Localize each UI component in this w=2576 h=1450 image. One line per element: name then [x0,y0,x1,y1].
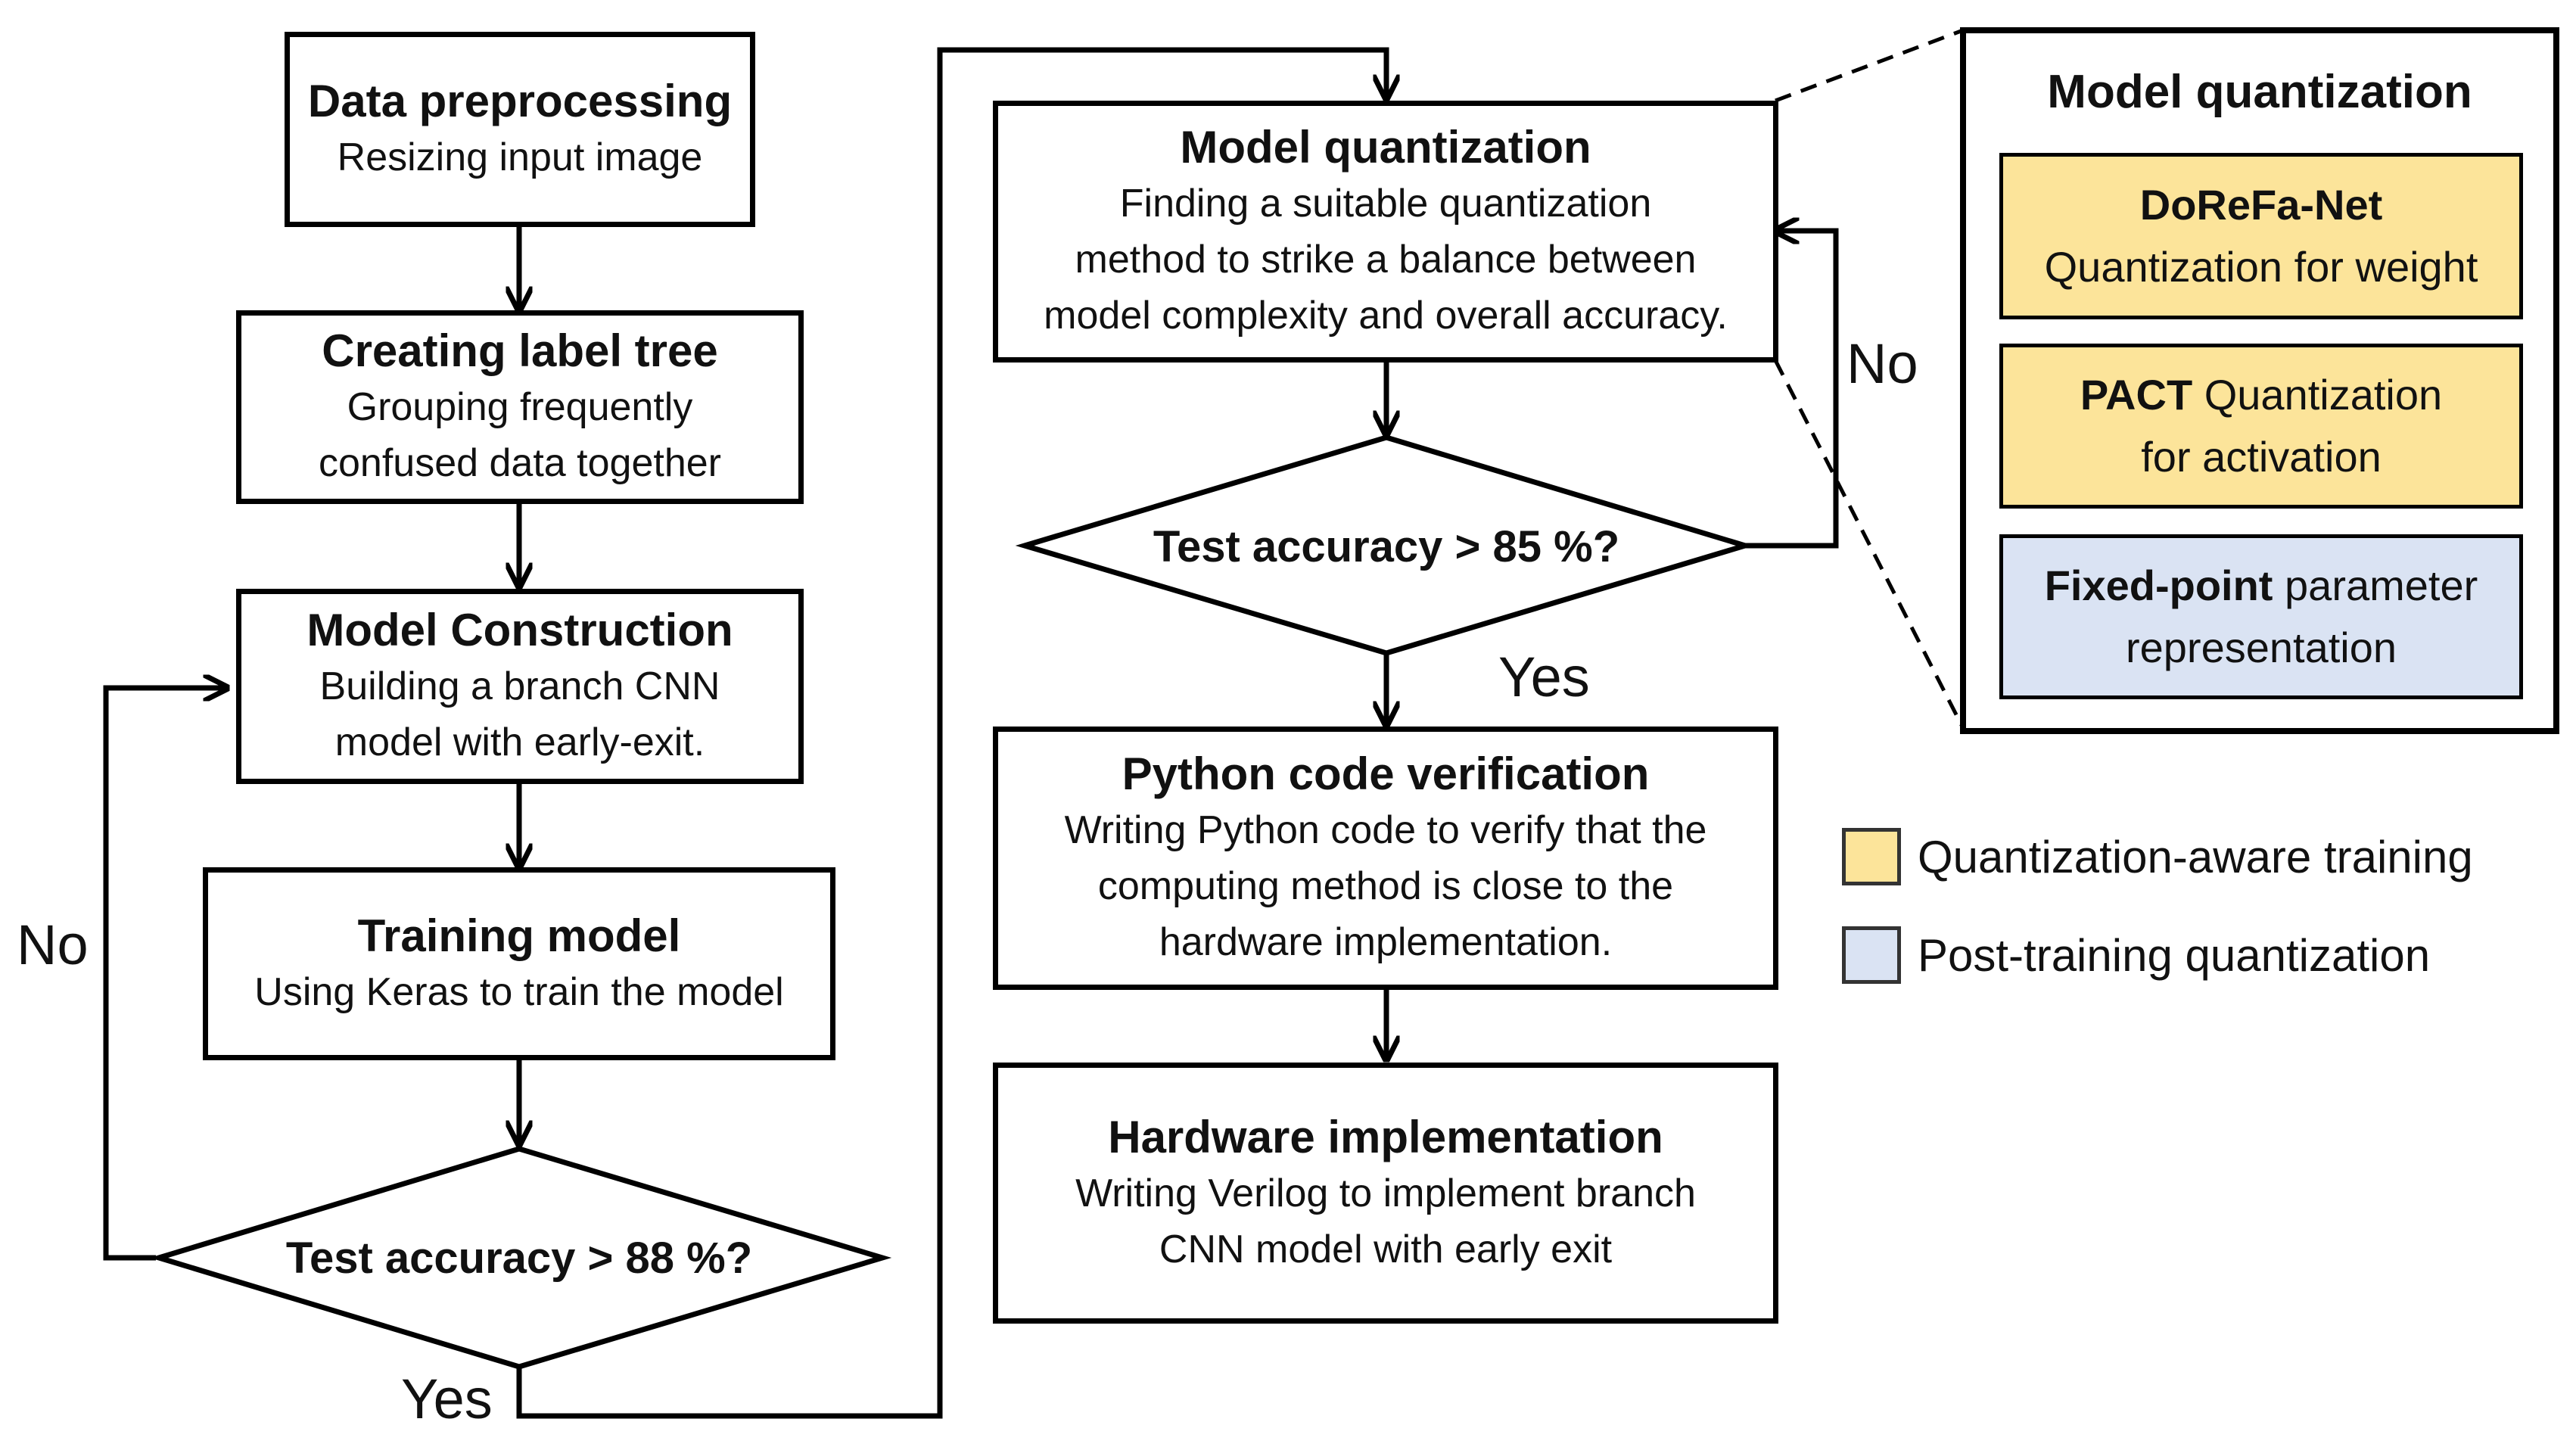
legend-ptq-swatch [1842,926,1901,984]
model-quantization-desc-1: Finding a suitable quantization [1119,182,1652,226]
hardware-implementation-box: Hardware implementation Writing Verilog … [993,1063,1778,1324]
python-verification-desc-2: computing method is close to the [1097,864,1674,908]
left-no-label: No [17,913,89,976]
python-verification-desc-3: hardware implementation. [1159,920,1613,964]
legend-qat-text: Quantization-aware training [1918,832,2473,882]
dorefa-bold: DoReFa-Net [2139,181,2383,229]
right-no-label: No [1846,332,1918,395]
detail-panel-title: Model quantization [2047,66,2472,118]
python-verification-box: Python code verification Writing Python … [993,727,1778,990]
model-construction-desc-2: model with early-exit. [334,720,705,764]
data-preprocessing-desc: Resizing input image [337,135,703,179]
model-construction-desc-1: Building a branch CNN [319,664,720,708]
hardware-implementation-desc-2: CNN model with early exit [1159,1227,1613,1271]
pact-rest-1: Quantization [2192,371,2443,419]
legend-ptq-text: Post-training quantization [1918,930,2431,981]
dorefa-rest: Quantization for weight [2044,243,2478,291]
arrow-right-no-loop [1745,231,1839,549]
data-preprocessing-title: Data preprocessing [307,76,733,126]
model-quantization-desc-3: model complexity and overall accuracy. [1044,294,1728,338]
label-tree-desc-2: confused data together [319,441,721,485]
model-quantization-title: Model quantization [1180,122,1591,173]
model-construction-box: Model Construction Building a branch CNN… [236,589,804,784]
python-verification-title: Python code verification [1122,748,1650,799]
legend-qat-swatch [1842,828,1901,885]
fixed-point-box: Fixed-point parameter representation [1999,534,2523,699]
fixed-point-rest-1: parameter [2273,562,2478,609]
model-quantization-box: Model quantization Finding a suitable qu… [993,101,1778,362]
pact-bold: PACT [2080,371,2193,419]
data-preprocessing-box: Data preprocessing Resizing input image [285,32,755,227]
quantization-detail-panel: Model quantization DoReFa-Net Quantizati… [1960,27,2559,734]
zoom-line-bottom [1773,359,1965,730]
decision-diamond-left [149,1146,892,1370]
hardware-implementation-desc-1: Writing Verilog to implement branch [1075,1171,1696,1215]
hardware-implementation-title: Hardware implementation [1108,1111,1663,1162]
fixed-point-bold: Fixed-point [2044,562,2273,609]
label-tree-title: Creating label tree [322,325,718,376]
decision-diamond-right [1015,434,1755,656]
right-yes-label: Yes [1498,646,1590,708]
python-verification-desc-1: Writing Python code to verify that the [1064,808,1707,852]
model-construction-title: Model Construction [306,605,733,655]
training-model-desc: Using Keras to train the model [254,969,784,1014]
dorefa-box: DoReFa-Net Quantization for weight [1999,153,2523,319]
fixed-point-rest-2: representation [2125,624,2397,671]
training-model-box: Training model Using Keras to train the … [203,867,835,1060]
pact-rest-2: for activation [2141,433,2382,481]
model-quantization-desc-2: method to strike a balance between [1075,238,1697,282]
arrow-left-no-loop [103,688,227,1261]
decision-left-text: Test accuracy > 88 %? [285,1233,753,1283]
label-tree-desc-1: Grouping frequently [347,385,693,429]
decision-right-text: Test accuracy > 85 %? [1153,521,1620,571]
arrow-left-yes-to-quantization [516,47,1386,1419]
left-yes-label: Yes [401,1368,493,1430]
zoom-line-top [1775,28,1964,103]
training-model-title: Training model [357,910,681,961]
label-tree-box: Creating label tree Grouping frequently … [236,310,804,504]
pact-box: PACT Quantization for activation [1999,344,2523,509]
